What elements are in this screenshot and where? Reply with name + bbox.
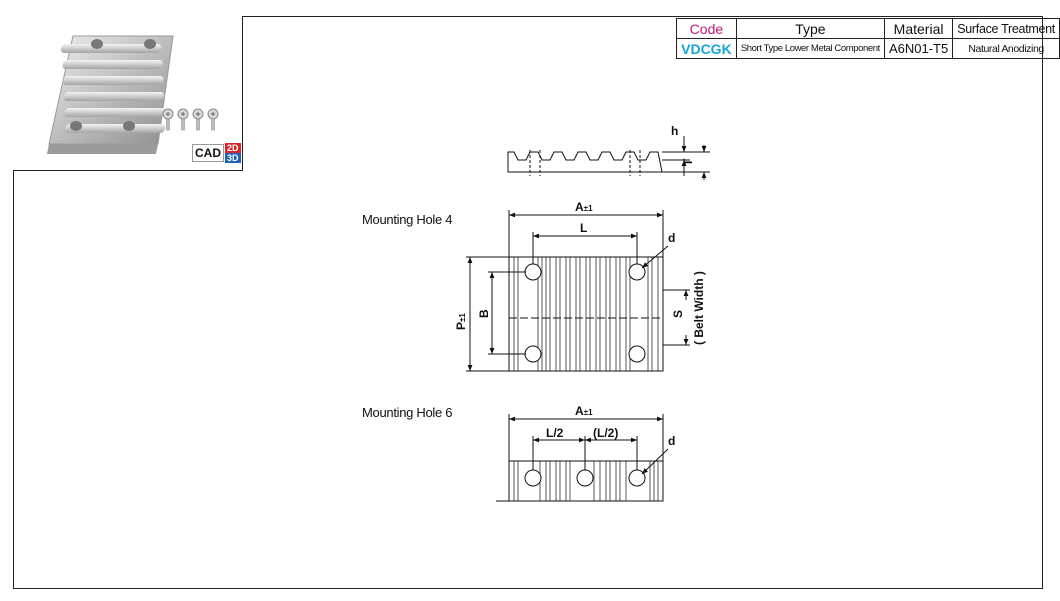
half-L-dim-label: L/2 (546, 426, 564, 440)
side-view (507, 136, 710, 180)
d-dim-label: d (668, 231, 675, 245)
surface-treatment-header: Surface Treatment (952, 18, 1060, 39)
cad-label: CAD (192, 144, 224, 162)
S-dim-label: S (671, 310, 685, 318)
type-value: Short Type Lower Metal Component (735, 38, 885, 59)
P-dim-label: P±1 (454, 313, 468, 330)
spec-header-row: Code Type Material Surface Treatment (676, 18, 1060, 39)
mounting-hole-6-label: Mounting Hole 6 (362, 405, 453, 420)
belt-width-label: ( Belt Width ) (692, 271, 706, 345)
spec-table: Code Type Material Surface Treatment VDC… (676, 18, 1060, 59)
cad-badge[interactable]: CAD 2D 3D (192, 143, 241, 163)
screw-icon (162, 108, 219, 131)
mounting-hole-6-view (496, 414, 669, 502)
cad-2d-label: 2D (225, 143, 241, 153)
L-dim-label: L (580, 221, 587, 235)
h-dim-label: h (671, 124, 678, 138)
A-dim-label-6: A±1 (575, 404, 593, 418)
spec-value-row: VDCGK Short Type Lower Metal Component A… (676, 38, 1060, 59)
mounting-hole-4-label: Mounting Hole 4 (362, 212, 453, 227)
product-photo (47, 35, 219, 154)
material-value: A6N01-T5 (883, 38, 954, 59)
surface-treatment-value: Natural Anodizing (952, 38, 1060, 59)
code-value[interactable]: VDCGK (676, 38, 737, 59)
groove-lines (513, 257, 659, 371)
mounting-hole-4-view (466, 210, 690, 372)
d-dim-label-6: d (668, 434, 675, 448)
material-header: Material (883, 18, 954, 39)
A-dim-label: A±1 (575, 200, 593, 214)
B-dim-label: B (477, 309, 491, 318)
cad-3d-label: 3D (225, 153, 241, 163)
T-dim-label: T (681, 158, 695, 166)
half-L-paren-dim-label: (L/2) (593, 426, 618, 440)
drawing-frame (13, 16, 1043, 589)
